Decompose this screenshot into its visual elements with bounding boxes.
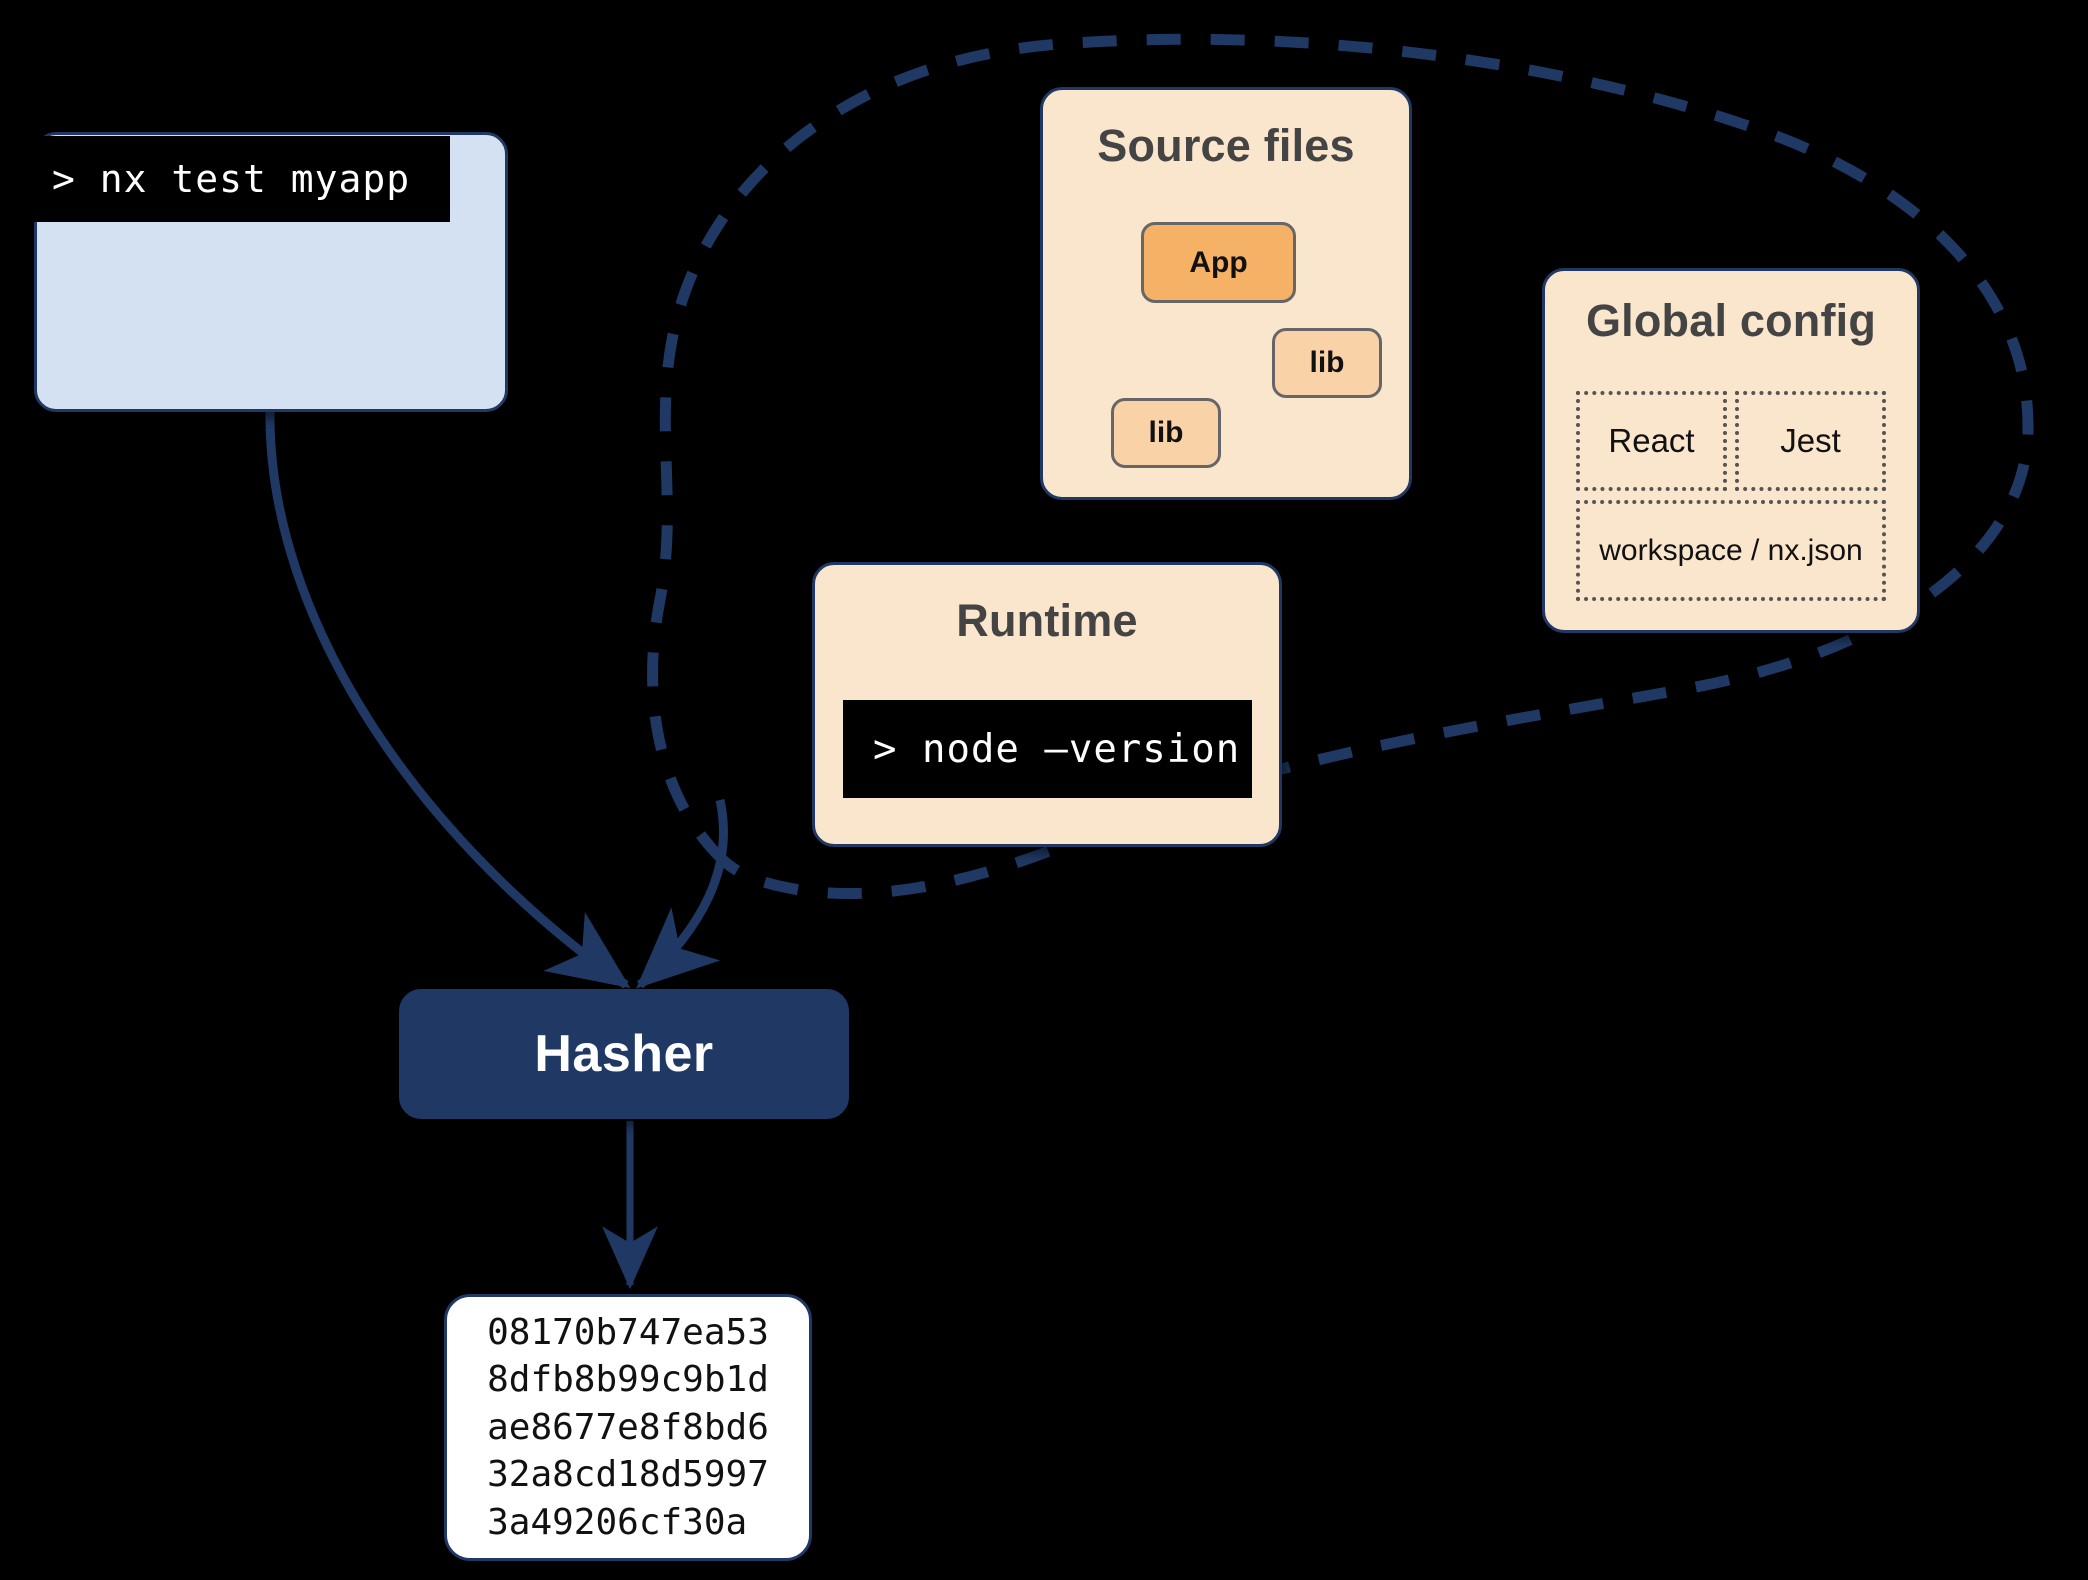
source-node-lib-right: lib [1272,328,1382,398]
runtime-command-text: > node –version [873,726,1241,772]
global-config-item-jest: Jest [1735,391,1886,491]
source-node-lib-left: lib [1111,398,1221,468]
source-files-title: Source files [1097,120,1355,171]
operation-command-text: > nx test myapp [52,157,411,201]
source-files-card: Source files [1040,87,1412,500]
global-config-item-workspace: workspace / nx.json [1576,500,1886,601]
runtime-terminal: > node –version [843,700,1252,798]
runtime-title: Runtime [956,595,1138,646]
arrow-inputs-to-hasher [636,799,728,989]
global-config-item-react: React [1576,391,1727,491]
global-config-card: Global config [1542,268,1920,633]
hasher-label: Hasher [534,1025,714,1083]
hasher-card: Hasher [399,989,849,1119]
arrow-operation-to-hasher [265,411,631,989]
source-node-app: App [1141,222,1296,303]
global-config-title: Global config [1585,295,1877,346]
hash-output-text: 08170b747ea53 8dfb8b99c9b1d ae8677e8f8bd… [487,1311,769,1543]
operation-terminal: > nx test myapp [24,136,450,222]
hash-output-card: 08170b747ea53 8dfb8b99c9b1d ae8677e8f8bd… [444,1294,812,1561]
